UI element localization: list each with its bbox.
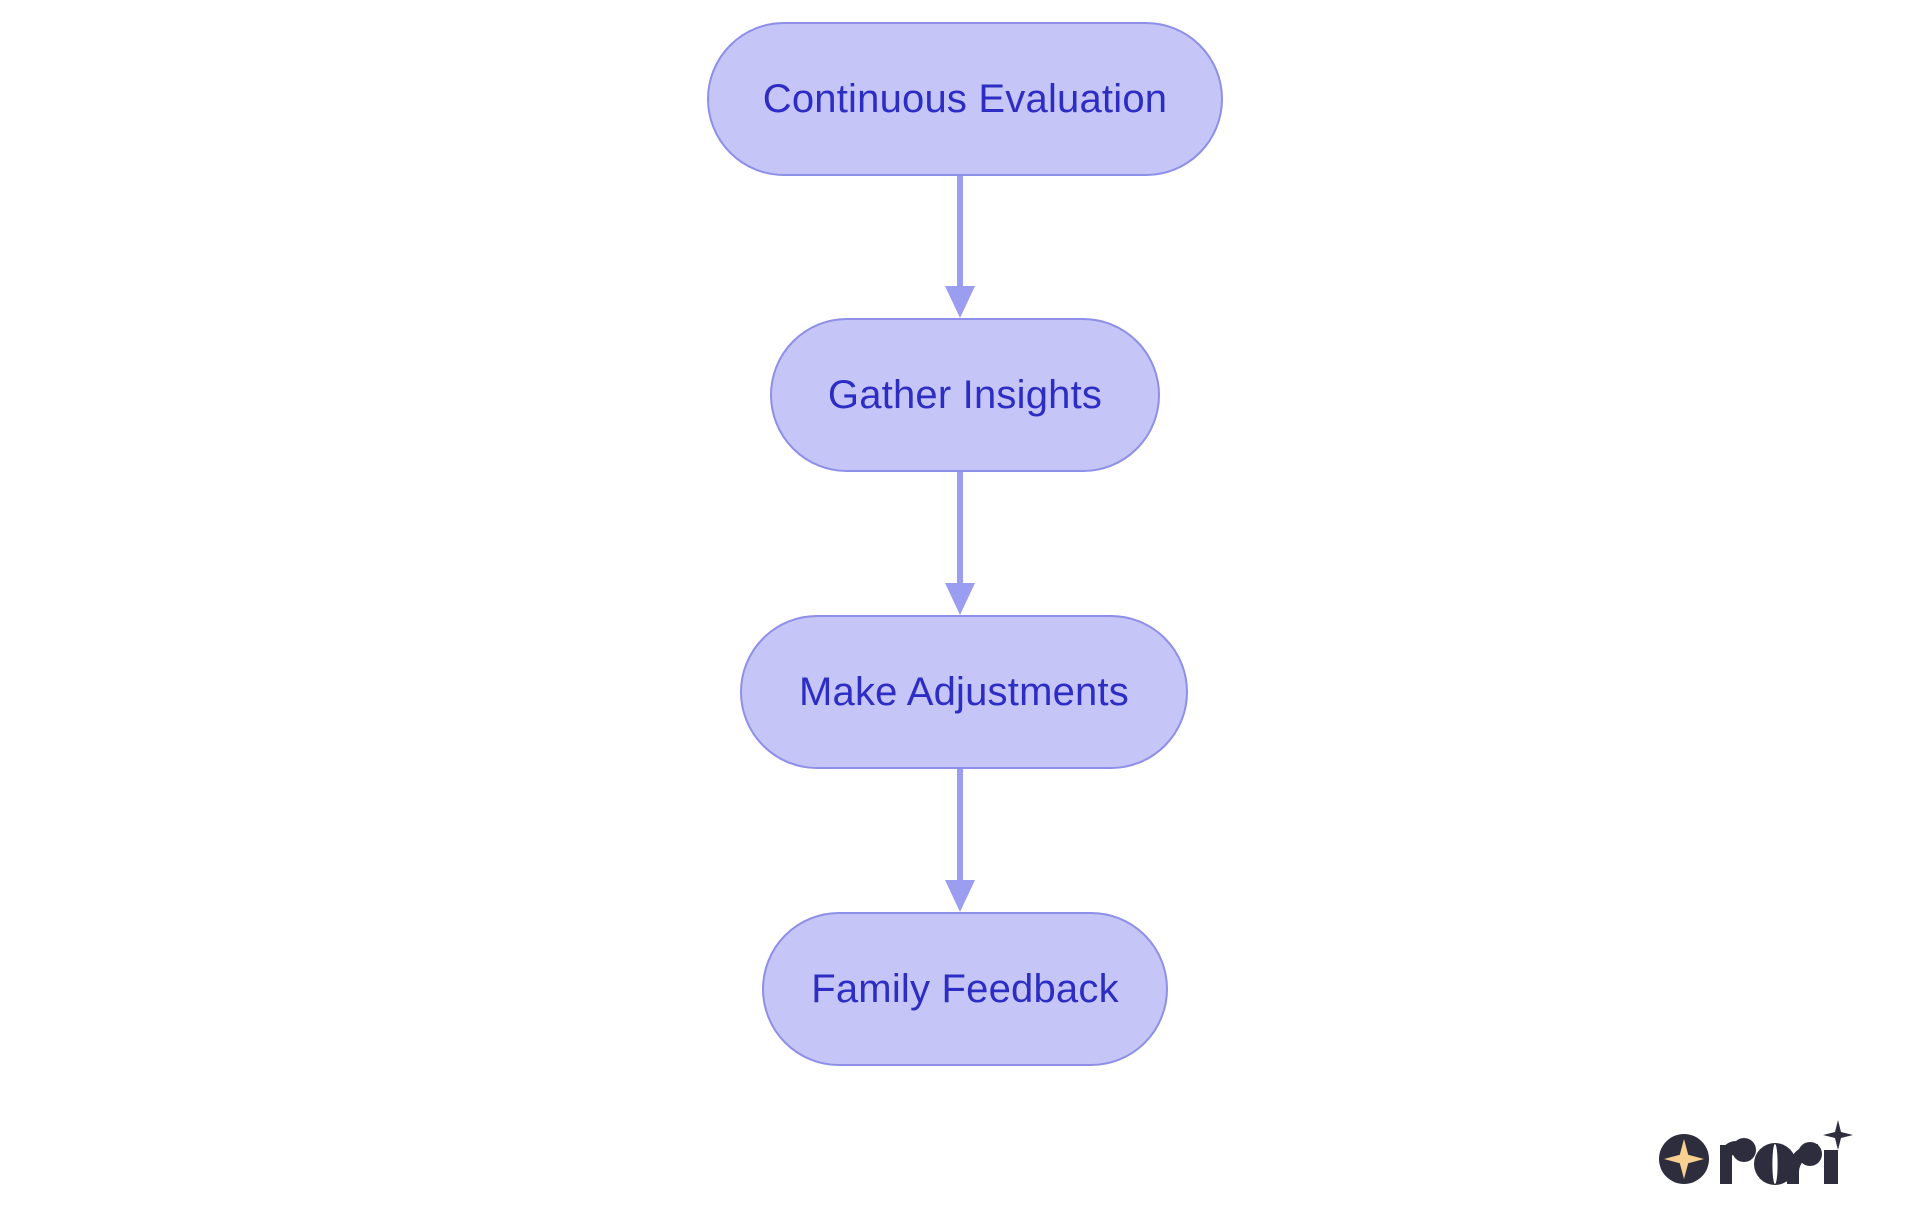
flow-edge-gather-insights-to-make-adjustments	[945, 472, 975, 615]
edge-line	[957, 769, 963, 882]
flow-edge-continuous-evaluation-to-gather-insights	[945, 176, 975, 318]
flow-node-continuous-evaluation[interactable]: Continuous Evaluation	[707, 22, 1223, 176]
flow-edge-make-adjustments-to-family-feedback	[945, 769, 975, 912]
flow-node-family-feedback[interactable]: Family Feedback	[762, 912, 1168, 1066]
arrowhead-down-icon	[945, 880, 975, 912]
logo-letter-r2-stem	[1787, 1164, 1799, 1184]
logo-star-icon	[1664, 1139, 1704, 1179]
edge-line	[957, 176, 963, 288]
flow-node-label: Family Feedback	[811, 967, 1119, 1011]
logo-letter-r-dot	[1732, 1138, 1756, 1162]
arrowhead-down-icon	[945, 583, 975, 615]
rori-logo	[1659, 1120, 1853, 1185]
logo-letter-r2-dot	[1798, 1142, 1822, 1166]
flow-node-label: Continuous Evaluation	[762, 77, 1168, 121]
flow-node-label: Gather Insights	[827, 373, 1103, 417]
flow-node-label: Make Adjustments	[798, 670, 1130, 714]
edge-line	[957, 472, 963, 585]
arrowhead-down-icon	[945, 286, 975, 318]
logo-letter-o-slit	[1772, 1144, 1778, 1184]
flow-node-gather-insights[interactable]: Gather Insights	[770, 318, 1160, 472]
flow-node-make-adjustments[interactable]: Make Adjustments	[740, 615, 1188, 769]
logo-sparkle-icon	[1823, 1120, 1853, 1150]
logo-letter-i-top	[1824, 1150, 1838, 1184]
